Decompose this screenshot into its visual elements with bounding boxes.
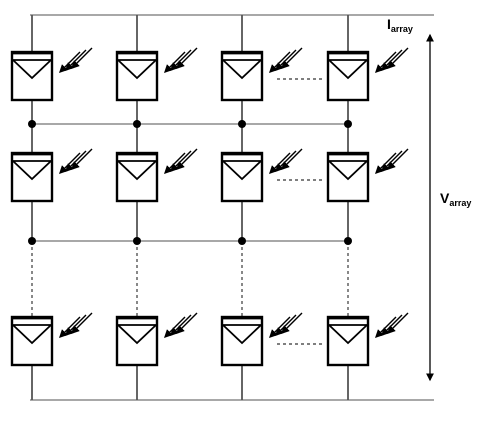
sunlight-arrows-icon <box>59 152 81 174</box>
sunlight-arrows-icon <box>275 49 297 71</box>
diode-symbol <box>12 160 52 181</box>
junction-node <box>238 120 246 128</box>
sunlight-arrows-icon <box>164 152 186 174</box>
sunlight-arrows-icon <box>65 314 87 336</box>
sunlight-arrows-icon <box>387 47 409 69</box>
diode-symbol <box>12 59 52 80</box>
diode-symbol <box>328 160 368 181</box>
sunlight-arrows-icon <box>164 51 186 73</box>
voltage-label: Varray <box>440 190 471 208</box>
junction-node <box>28 237 36 245</box>
diode-symbol <box>222 324 262 345</box>
sunlight-arrows-icon <box>269 152 291 174</box>
diode-symbol <box>222 160 262 181</box>
junction-node <box>344 120 352 128</box>
sunlight-arrows-icon <box>164 316 186 338</box>
sunlight-arrows-icon <box>275 150 297 172</box>
junction-node <box>133 120 141 128</box>
sunlight-arrows-icon <box>176 148 198 170</box>
sunlight-arrows-icon <box>170 314 192 336</box>
diode-symbol <box>222 59 262 80</box>
diode-symbol <box>117 59 157 80</box>
junction-node <box>238 237 246 245</box>
sunlight-arrows-icon <box>71 148 93 170</box>
sunlight-arrows-icon <box>281 47 303 69</box>
junction-node <box>28 120 36 128</box>
diode-symbol <box>117 160 157 181</box>
sunlight-arrows-icon <box>170 49 192 71</box>
sunlight-arrows-icon <box>281 148 303 170</box>
sunlight-arrows-icon <box>387 148 409 170</box>
sunlight-arrows-icon <box>176 47 198 69</box>
current-label: Iarray <box>387 16 413 34</box>
sunlight-arrows-icon <box>275 314 297 336</box>
diode-symbol <box>328 324 368 345</box>
sunlight-arrows-icon <box>71 312 93 334</box>
diode-symbol <box>328 59 368 80</box>
sunlight-arrows-icon <box>71 47 93 69</box>
sunlight-arrows-icon <box>375 51 397 73</box>
sunlight-arrows-icon <box>65 49 87 71</box>
diode-symbol <box>117 324 157 345</box>
junction-node <box>344 237 352 245</box>
sunlight-arrows-icon <box>381 314 403 336</box>
sunlight-arrows-icon <box>65 150 87 172</box>
sunlight-arrows-icon <box>269 316 291 338</box>
sunlight-arrows-icon <box>281 312 303 334</box>
sunlight-arrows-icon <box>381 49 403 71</box>
sunlight-arrows-icon <box>387 312 409 334</box>
sunlight-arrows-icon <box>170 150 192 172</box>
sunlight-arrows-icon <box>375 152 397 174</box>
sunlight-arrows-icon <box>269 51 291 73</box>
sunlight-arrows-icon <box>381 150 403 172</box>
junction-node <box>133 237 141 245</box>
sunlight-arrows-icon <box>59 51 81 73</box>
sunlight-arrows-icon <box>176 312 198 334</box>
sunlight-arrows-icon <box>59 316 81 338</box>
diode-symbol <box>12 324 52 345</box>
sunlight-arrows-icon <box>375 316 397 338</box>
